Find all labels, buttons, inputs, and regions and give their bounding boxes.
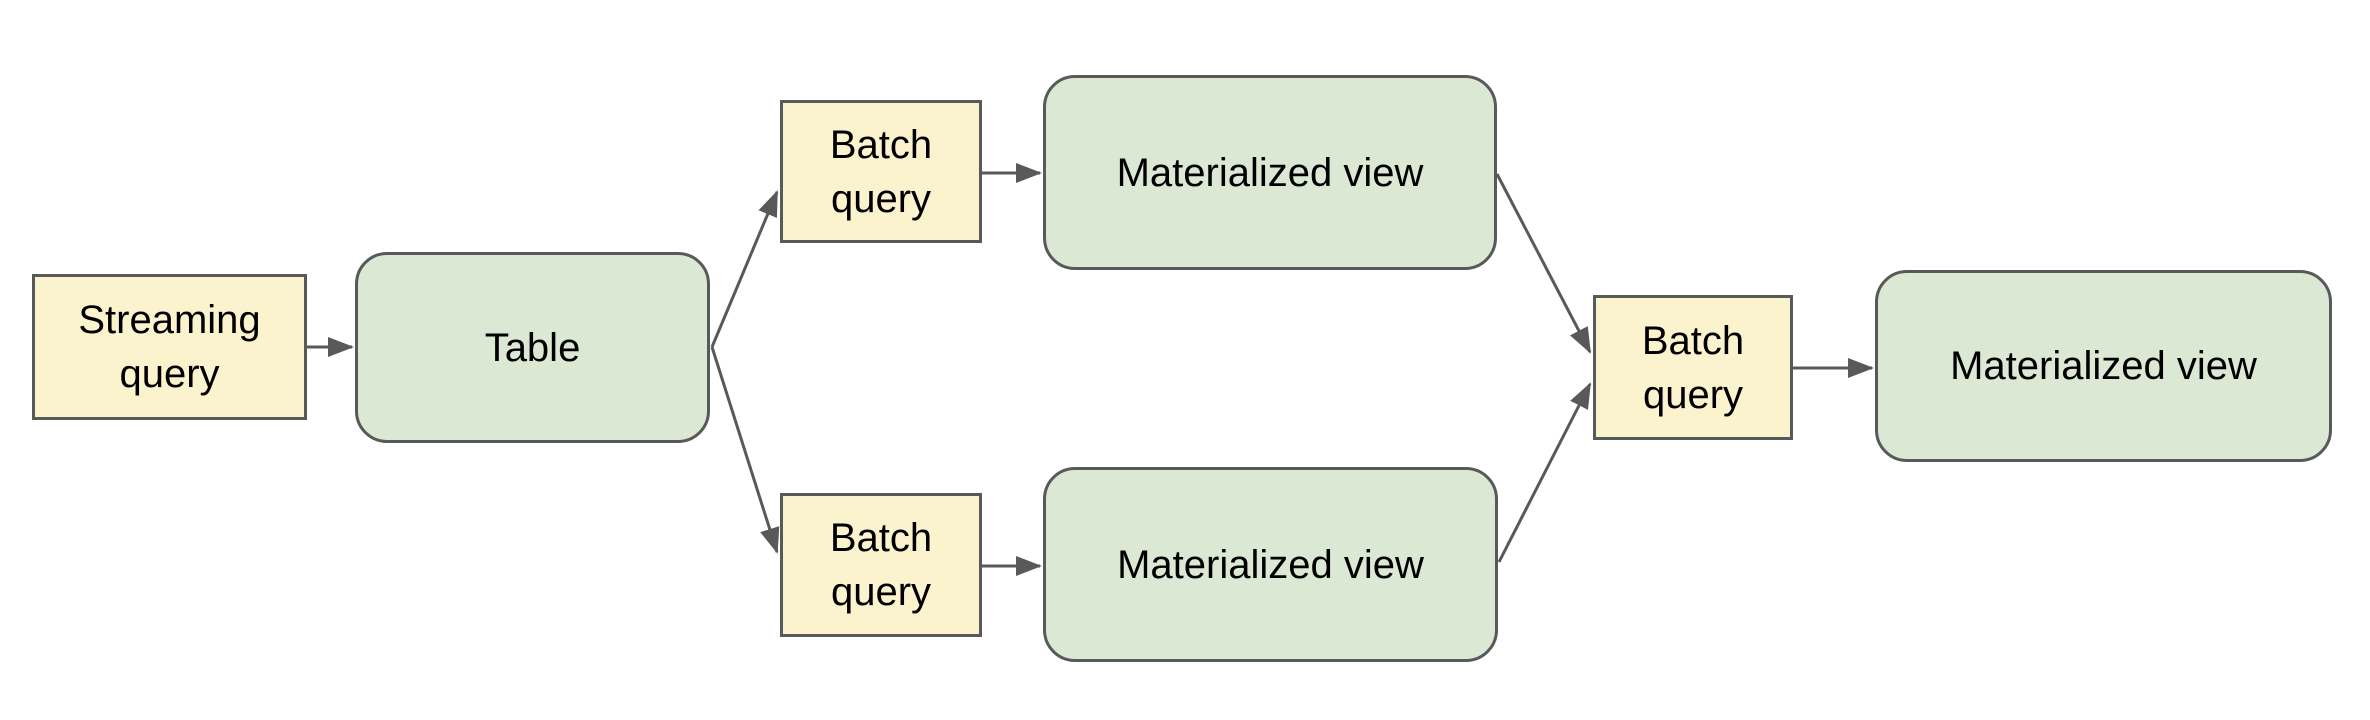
node-materialized-view-bottom: Materialized view <box>1043 467 1498 662</box>
node-batch-query-merge: Batch query <box>1593 295 1793 440</box>
node-table: Table <box>355 252 710 443</box>
node-batch-query-bottom: Batch query <box>780 493 982 637</box>
node-materialized-view-top: Materialized view <box>1043 75 1497 270</box>
edge-materialized-view-top-to-batch-query-merge <box>1495 173 1592 354</box>
node-materialized-view-final: Materialized view <box>1875 270 2332 462</box>
node-batch-query-top: Batch query <box>780 100 982 243</box>
edge-materialized-view-bottom-to-batch-query-merge <box>1497 382 1592 563</box>
edge-table-to-batch-query-bottom <box>710 346 780 554</box>
node-streaming-query: Streaming query <box>32 274 307 420</box>
edge-table-to-batch-query-top <box>710 190 779 348</box>
